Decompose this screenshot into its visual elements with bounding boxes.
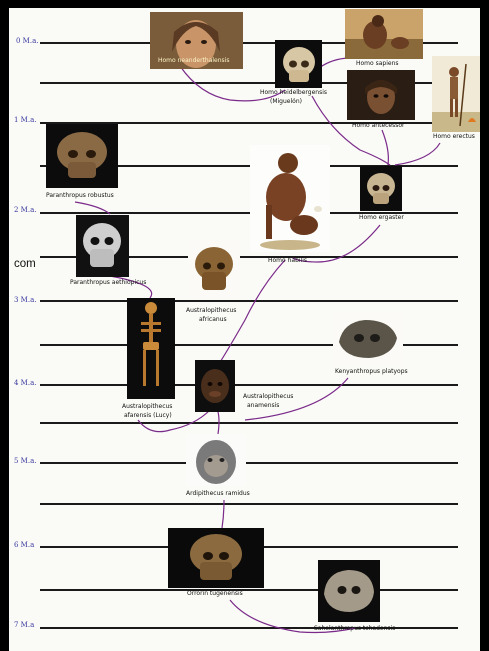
tchadensis-skull — [318, 560, 380, 622]
label-heidelbergensis-note: (Miguelón) — [270, 98, 302, 106]
aethiopicus-skull — [76, 215, 129, 277]
erectus-figure — [432, 56, 480, 132]
label-aethiopicus: Paranthropus aethiopicus — [70, 279, 146, 287]
antecessor-portrait — [347, 70, 415, 120]
anamensis-portrait — [195, 360, 235, 412]
label-antecessor: Homo antecessor — [352, 122, 405, 130]
label-ergaster: Homo ergaster — [359, 214, 404, 222]
label-anamensis-1: Australopithecus — [243, 393, 293, 401]
label-africanus-2: africanus — [199, 316, 227, 324]
label-tugenensis: Orrorin tugenensis — [187, 590, 243, 598]
tugenensis-skull — [168, 528, 264, 588]
robustus-skull — [46, 124, 118, 188]
africanus-skull — [188, 240, 240, 298]
side-text: com — [14, 258, 36, 270]
label-sapiens: Homo sapiens — [356, 60, 399, 68]
label-tchadensis: Sahelanthropus tchadensis — [314, 625, 395, 633]
afarensis-skeleton — [127, 298, 175, 399]
habilis-figure — [250, 145, 330, 252]
link-anamensis-ramidus — [218, 412, 219, 434]
link-robustus-aethiopicus — [75, 202, 110, 214]
sapiens-picture — [345, 9, 423, 59]
heidelbergensis-skull — [275, 40, 322, 88]
label-ramidus: Ardipithecus ramidus — [186, 490, 250, 498]
link-ramidus-tugenensis — [222, 500, 224, 528]
label-afarensis-1: Australopithecus — [122, 403, 172, 411]
platyops-skull — [333, 312, 403, 366]
label-anamensis-2: anamensis — [247, 402, 279, 410]
label-robustus: Paranthropus robustus — [46, 192, 114, 200]
link-erectus-ergaster — [395, 143, 440, 165]
label-platyops: Kenyanthropus platyops — [335, 368, 408, 376]
ergaster-skull — [360, 166, 402, 211]
label-erectus: Homo erectus — [433, 133, 475, 141]
label-habilis: Homo habilis — [268, 257, 307, 265]
label-afarensis-2: afarensis (Lucy) — [124, 412, 172, 420]
label-heidelbergensis: Homo heidelbergensis — [260, 89, 327, 97]
label-neanderthalensis: Homo neanderthalensis — [158, 57, 229, 65]
label-africanus-1: Australopithecus — [186, 307, 236, 315]
link-antecessor-ergaster — [382, 130, 388, 165]
ramidus-portrait — [186, 434, 246, 486]
